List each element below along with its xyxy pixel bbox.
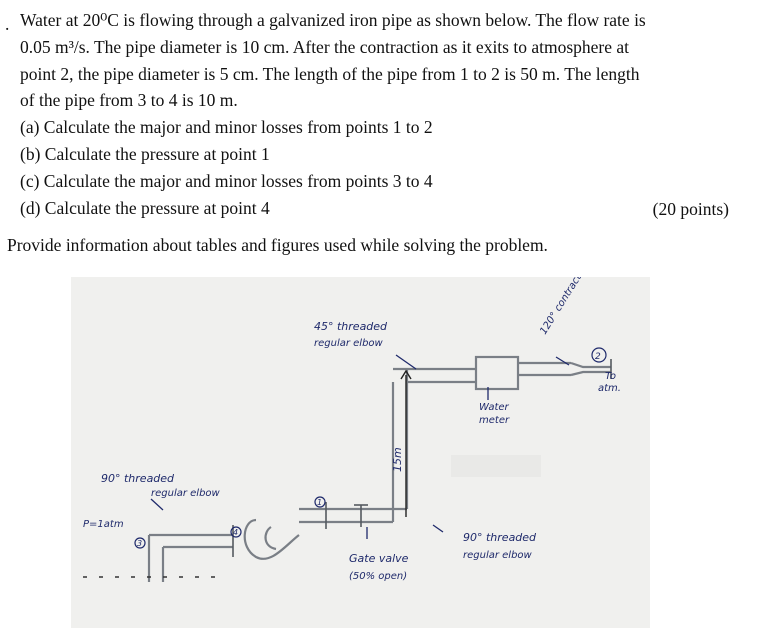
- pump-curve-outer: [243, 518, 300, 560]
- annotation-arrows: [150, 354, 570, 539]
- pump-curve-inner: [264, 526, 277, 551]
- label-point-2: 2: [595, 352, 601, 362]
- label-point-4: 4: [233, 528, 238, 537]
- fittings: [232, 359, 612, 557]
- part-d: (d) Calculate the pressure at point 4: [20, 198, 270, 218]
- dimension-arrow-up: [400, 369, 412, 380]
- pipe-diagram: 45° threaded regular elbow 120° contract…: [71, 277, 650, 628]
- label-meter: meter: [479, 415, 510, 426]
- dimension-line: [400, 369, 412, 517]
- label-90-right-1: 90° threaded: [463, 531, 537, 544]
- label-gate-valve-2: (50% open): [349, 571, 407, 582]
- label-water: Water: [479, 402, 510, 413]
- contraction-top: [570, 361, 611, 369]
- label-15m: 15m: [391, 447, 404, 472]
- arrow-90-left: [150, 498, 164, 511]
- label-to: To: [605, 371, 616, 382]
- problem-line-1: Water at 20⁰C is flowing through a galva…: [20, 10, 646, 30]
- point-2-marker: [591, 347, 607, 363]
- label-gate-valve-1: Gate valve: [349, 552, 409, 565]
- problem-bullet: .: [5, 14, 10, 34]
- label-point-1: 1: [317, 498, 322, 507]
- label-p-atm: P=1atm: [83, 519, 124, 530]
- point-1-marker: [314, 496, 326, 508]
- label-45-elbow-1: 45° threaded: [314, 320, 388, 333]
- arrow-45-elbow: [395, 354, 417, 370]
- part-c: (c) Calculate the major and minor losses…: [20, 171, 433, 191]
- pipe-diagram-photo: 45° threaded regular elbow 120° contract…: [71, 277, 650, 628]
- problem-line-2: 0.05 m³/s. The pipe diameter is 10 cm. A…: [20, 37, 630, 57]
- arrow-contraction: [555, 356, 570, 366]
- label-point-3: 3: [137, 539, 142, 548]
- arrow-90-right: [432, 524, 444, 533]
- part-a: (a) Calculate the major and minor losses…: [20, 117, 433, 137]
- contraction-bottom: [570, 370, 611, 377]
- water-meter-box: [474, 355, 520, 391]
- point-4-marker: [230, 526, 242, 538]
- pipe-lines: [147, 355, 611, 582]
- points-label: (20 points): [652, 199, 729, 219]
- problem-line-3: point 2, the pipe diameter is 5 cm. The …: [20, 64, 640, 84]
- label-atm: atm.: [598, 383, 621, 394]
- paper-background: [71, 277, 650, 628]
- part-b: (b) Calculate the pressure at point 1: [20, 144, 270, 164]
- instruction-text: Provide information about tables and fig…: [7, 235, 548, 255]
- paper-glare: [451, 455, 541, 477]
- label-45-elbow-2: regular elbow: [314, 338, 384, 349]
- label-90-left-2: regular elbow: [151, 488, 221, 499]
- label-90-right-2: regular elbow: [463, 550, 533, 561]
- point-3-marker: [134, 537, 146, 549]
- problem-line-4: of the pipe from 3 to 4 is 10 m.: [20, 90, 238, 110]
- label-90-left-1: 90° threaded: [101, 472, 175, 485]
